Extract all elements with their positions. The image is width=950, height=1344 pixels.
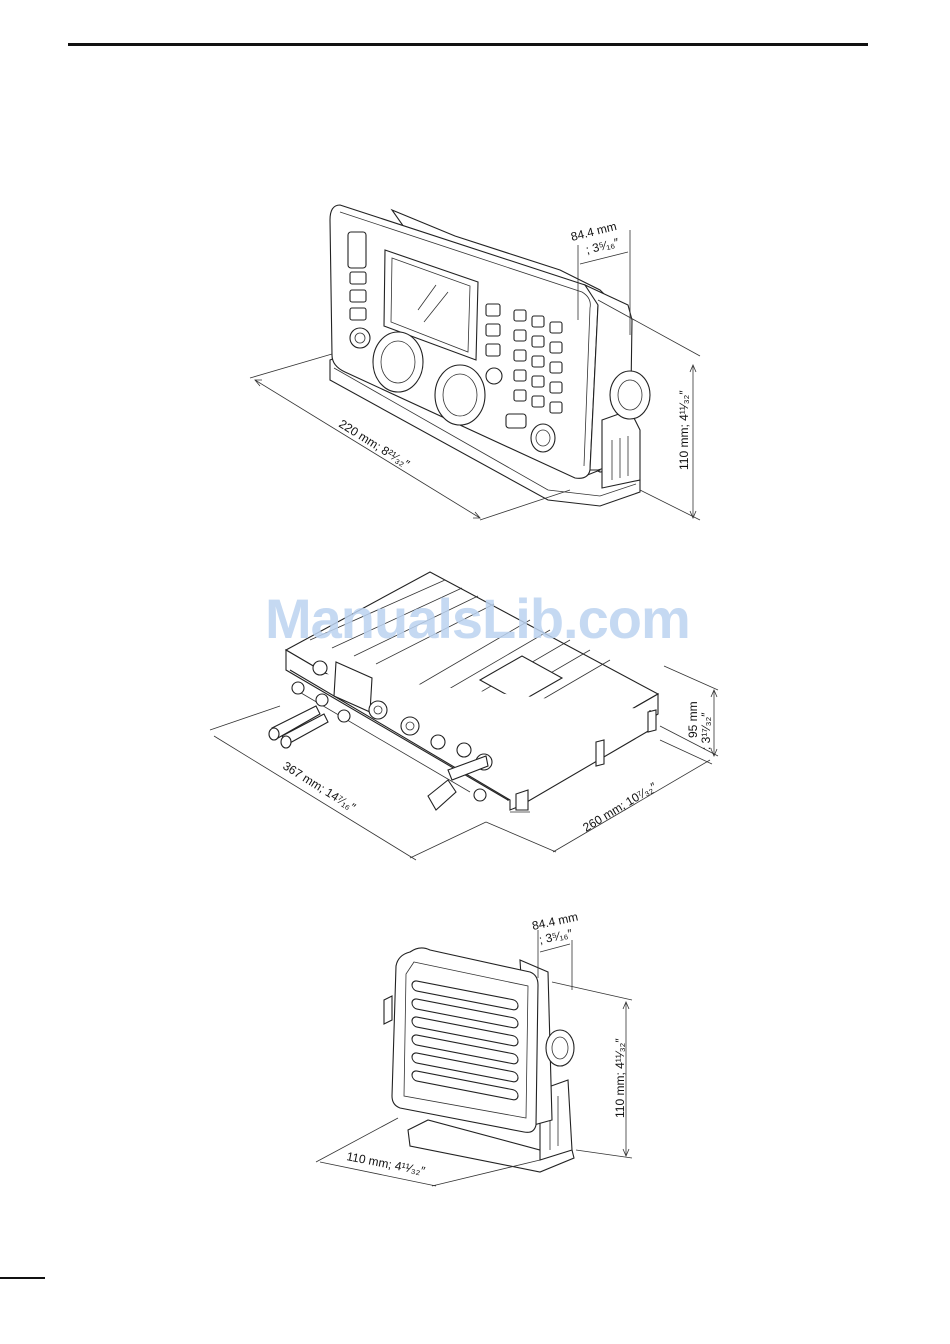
transceiver-depth: 260 mm; 10⁷⁄₃₂″ xyxy=(580,779,659,834)
speaker-width: 110 mm; 4¹¹⁄₃₂″ xyxy=(345,1149,427,1178)
controller-height: 110 mm; 4¹¹⁄₃₂″ xyxy=(677,390,691,470)
transceiver-height-inch: ; 3¹⁷⁄₃₂″ xyxy=(699,712,713,750)
speaker-drawing: 84.4 mm ; 3⁵⁄₁₆″ 110 mm; 4¹¹⁄₃₂″ 110 mm;… xyxy=(316,910,632,1186)
transceiver-width: 367 mm; 14⁷⁄₁₆″ xyxy=(280,759,358,815)
watermark: ManualsLib.com xyxy=(265,586,690,651)
speaker-height: 110 mm; 4¹¹⁄₃₂″ xyxy=(613,1038,627,1118)
controller-drawing: 84.4 mm ; 3⁵⁄₁₆″ 110 mm; 4¹¹⁄₃₂″ 220 mm;… xyxy=(250,205,700,520)
transceiver-height-mm: 95 mm xyxy=(686,701,700,738)
controller-width: 220 mm; 8²¹⁄₃₂″ xyxy=(336,417,412,472)
